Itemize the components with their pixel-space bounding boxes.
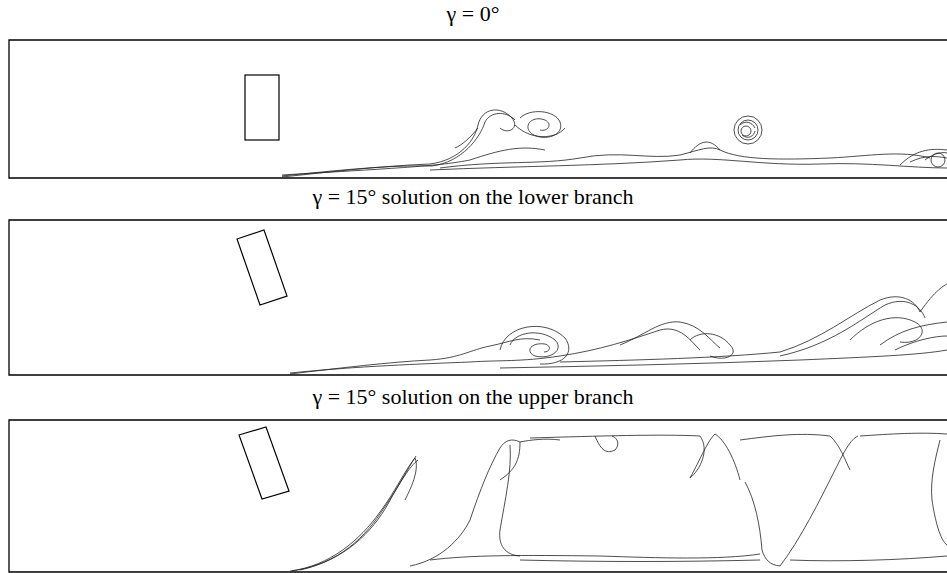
streaklines-top (282, 110, 947, 177)
bodies (237, 75, 289, 499)
streaklines-bottom (290, 433, 947, 571)
panel-title: γ = 0° (444, 1, 503, 27)
streaklines-middle (290, 284, 947, 374)
panel-title: γ = 15° solution on the lower branch (309, 184, 636, 210)
panel-frames (9, 40, 947, 572)
panel-title: γ = 15° solution on the upper branch (309, 384, 636, 410)
